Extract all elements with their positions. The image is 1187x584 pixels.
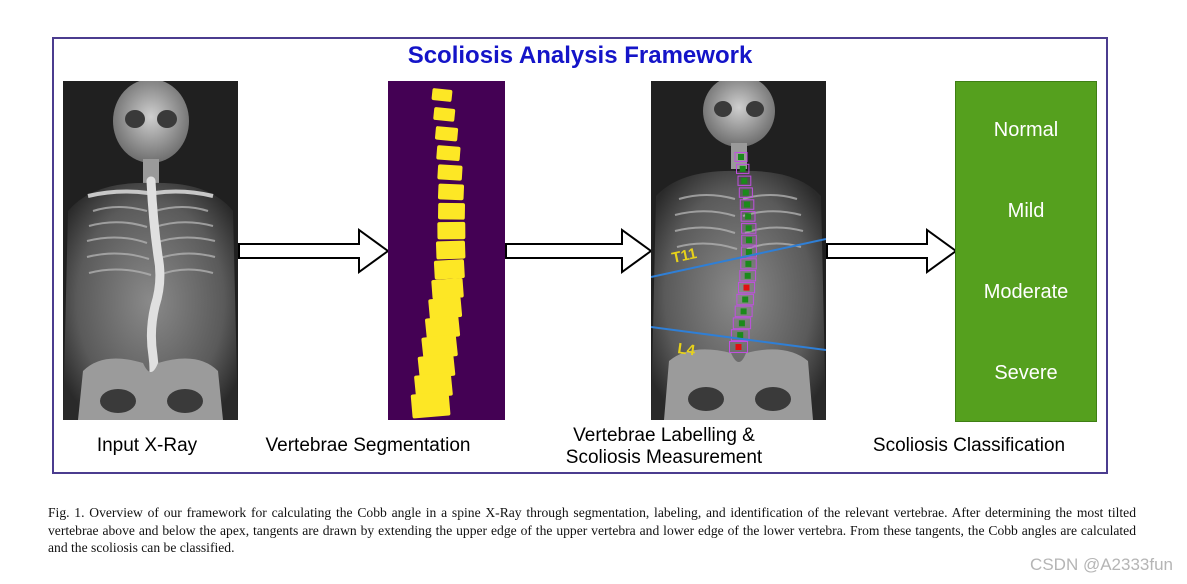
segmented-vertebra — [433, 107, 456, 122]
vertebra-center-marker — [745, 249, 752, 255]
label-l4: L4 — [676, 340, 696, 359]
segmented-vertebra — [433, 259, 465, 280]
measurement-drawing: T11 L4 — [651, 81, 826, 420]
vertebra-outline — [740, 246, 757, 258]
vertebra-center-marker — [744, 201, 751, 208]
segmented-vertebra — [437, 183, 465, 201]
vertebra-outline — [737, 175, 752, 186]
stage-label-segmentation: Vertebrae Segmentation — [265, 435, 471, 456]
vertebra-center-marker — [744, 272, 751, 279]
xray-drawing — [63, 81, 238, 420]
vertebra-outline — [734, 152, 748, 162]
lower-tangent-line — [651, 326, 826, 351]
framework-frame — [52, 37, 1108, 474]
vertebra-center-marker — [746, 237, 752, 244]
vertebra-center-marker — [741, 177, 748, 184]
segmented-vertebra — [428, 296, 463, 320]
stage-label-measurement: Vertebrae Labelling & Scoliosis Measurem… — [548, 425, 780, 469]
class-moderate: Moderate — [983, 281, 1069, 303]
segmented-vertebra — [436, 145, 461, 162]
vertebra-outline — [740, 211, 756, 222]
vertebra-outline — [729, 341, 748, 353]
upper-tangent-line — [651, 238, 826, 278]
arrow-right-icon — [826, 228, 958, 274]
segmented-vertebra — [417, 353, 456, 380]
figure-title: Scoliosis Analysis Framework — [407, 42, 753, 69]
vertebra-center-marker — [737, 332, 744, 339]
vertebra-center-marker — [742, 296, 749, 303]
class-normal: Normal — [993, 119, 1059, 141]
segmented-vertebra — [431, 88, 453, 102]
vertebra-outline — [740, 258, 757, 270]
vertebra-outline — [741, 234, 757, 246]
vertebra-center-marker — [740, 308, 747, 315]
arrow-right-icon — [238, 228, 390, 274]
arrow-right-icon — [505, 228, 653, 274]
class-severe: Severe — [994, 362, 1058, 384]
vertebra-center-marker — [739, 165, 746, 172]
vertebra-center-marker — [745, 225, 752, 232]
segmentation-drawing — [410, 88, 466, 419]
segmented-vertebra — [431, 278, 464, 300]
segmented-vertebra — [438, 202, 465, 220]
vertebra-outline — [736, 163, 750, 174]
stage-label-measurement-line2: Scoliosis Measurement — [565, 447, 763, 468]
vertebra-center-marker — [738, 320, 745, 327]
vertebra-outline — [738, 187, 753, 198]
vertebra-outline — [741, 222, 757, 234]
segmented-vertebra — [435, 240, 466, 260]
segmented-vertebra — [410, 391, 451, 419]
classification-box: Normal Mild Moderate Severe — [955, 81, 1097, 422]
vertebra-outline — [736, 293, 754, 306]
vertebra-center-marker — [745, 260, 752, 267]
vertebrae-segmentation-image — [388, 81, 505, 420]
vertebra-outline — [739, 270, 757, 282]
segmented-vertebra — [425, 315, 461, 340]
segmented-vertebra — [437, 164, 463, 181]
vertebrae-measurement-image: T11 L4 — [651, 81, 826, 420]
stage-label-classification: Scoliosis Classification — [872, 435, 1066, 456]
stage-label-measurement-line1: Vertebrae Labelling & — [573, 425, 755, 446]
segmented-vertebra — [435, 126, 459, 142]
class-mild: Mild — [1007, 200, 1045, 222]
label-t11: T11 — [670, 245, 698, 267]
segmented-vertebra — [437, 221, 466, 240]
vertebra-center-marker — [738, 154, 744, 160]
figure-caption: Fig. 1. Overview of our framework for ca… — [48, 505, 1136, 555]
vertebra-center-marker — [735, 344, 742, 350]
input-xray-image — [63, 81, 238, 420]
vertebra-center-marker — [743, 284, 750, 291]
vertebra-outline — [738, 281, 756, 294]
segmented-vertebra — [421, 334, 458, 360]
watermark: CSDN @A2333fun — [1030, 555, 1173, 574]
vertebra-outline — [739, 199, 755, 210]
vertebra-center-marker — [745, 213, 752, 220]
vertebra-outline — [732, 317, 752, 330]
vertebra-outline — [730, 329, 750, 342]
vertebra-outline — [734, 305, 753, 318]
vertebra-center-marker — [742, 189, 749, 196]
stage-label-input: Input X-Ray — [96, 435, 198, 456]
